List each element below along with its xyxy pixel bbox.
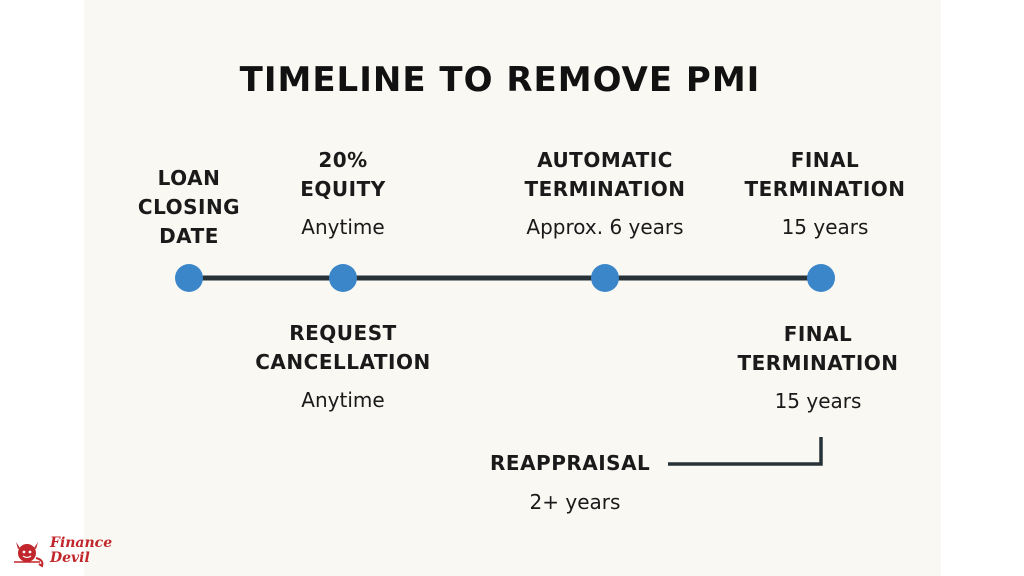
time-request-cancellation: Anytime bbox=[301, 388, 385, 412]
time-final-termination-top: 15 years bbox=[781, 215, 869, 239]
label-final-termination-top: FINAL TERMINATION bbox=[744, 148, 906, 201]
label-equity: 20% EQUITY bbox=[300, 148, 386, 201]
label-automatic-termination: AUTOMATIC TERMINATION bbox=[524, 148, 686, 201]
timeline-node-automatic-termination bbox=[591, 264, 619, 292]
time-automatic-termination: Approx. 6 years bbox=[526, 215, 684, 239]
content-panel bbox=[84, 0, 941, 576]
timeline-node-equity bbox=[329, 264, 357, 292]
page-title: TIMELINE TO REMOVE PMI bbox=[239, 60, 761, 100]
time-reappraisal: 2+ years bbox=[529, 490, 621, 514]
label-final-termination-bottom: FINAL TERMINATION bbox=[737, 322, 899, 375]
timeline-node-final-termination bbox=[807, 264, 835, 292]
devil-icon bbox=[14, 542, 44, 568]
time-equity: Anytime bbox=[301, 215, 385, 239]
label-loan-closing-date: LOAN CLOSING DATE bbox=[137, 166, 241, 248]
label-reappraisal: REAPPRAISAL bbox=[490, 451, 651, 475]
label-request-cancellation: REQUEST CANCELLATION bbox=[255, 321, 431, 374]
brand-logo-text: Finance Devil bbox=[50, 535, 113, 566]
timeline-node-loan-closing bbox=[175, 264, 203, 292]
time-final-termination-bottom: 15 years bbox=[774, 389, 862, 413]
reappraisal-connector bbox=[668, 437, 823, 466]
